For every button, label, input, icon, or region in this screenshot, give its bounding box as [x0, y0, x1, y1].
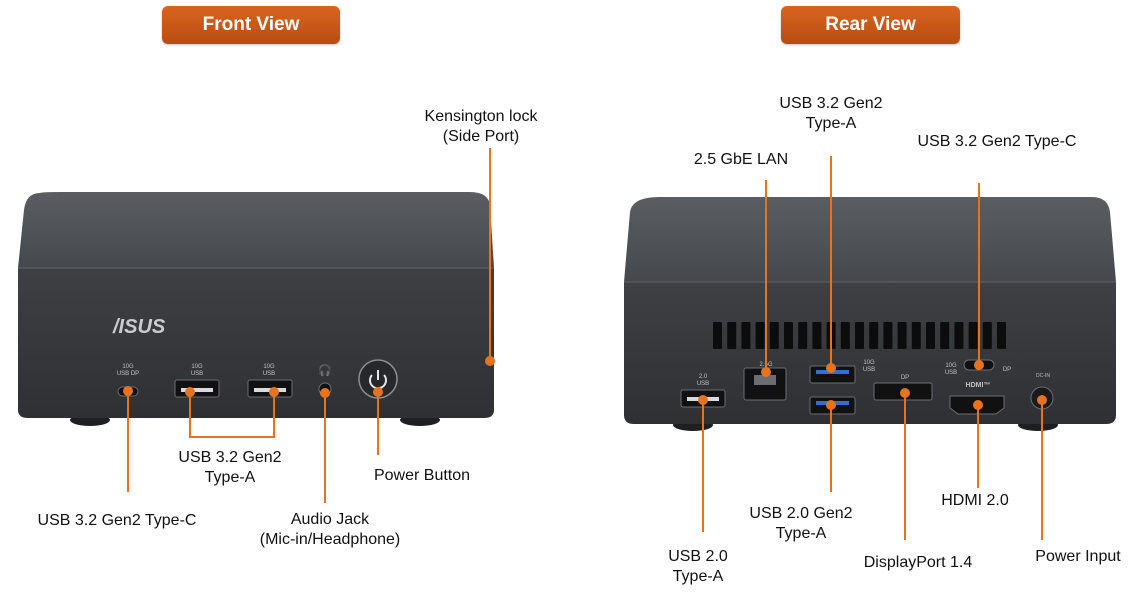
vent-slot: [869, 322, 879, 349]
label-rear-usb20-gen2: USB 2.0 Gen2 Type-A: [744, 504, 858, 544]
label-rear-usb20-gen2-line-1: USB 2.0 Gen2: [749, 505, 853, 522]
rear-dcin-mark: DC-IN: [1036, 373, 1050, 379]
front-usba1-mark-2: USB: [191, 371, 203, 377]
dot-front-usba-1: [185, 387, 195, 397]
vent-slot: [954, 322, 964, 349]
label-rear-usb-c: USB 3.2 Gen2 Type-C: [917, 133, 1077, 150]
front-leader-dots: [123, 356, 495, 398]
dot-rear-usb20: [698, 395, 708, 405]
label-rear-usb20-gen2-line-2: Type-A: [775, 525, 827, 542]
rear-usbg2-mark-2: USB: [863, 367, 875, 373]
dot-rear-hdmi: [973, 400, 983, 410]
vent-slot: [798, 322, 808, 349]
label-rear-usb20: USB 2.0 Type-A: [662, 547, 734, 587]
dot-rear-usb20-gen2: [826, 400, 836, 410]
vent-slot: [982, 322, 992, 349]
vent-slot: [897, 322, 907, 349]
vent-slot: [784, 322, 793, 349]
vent-slot: [741, 322, 751, 349]
vent-slot: [812, 322, 822, 349]
front-leaders: [127, 148, 491, 503]
label-rear-usb20-line-2: Type-A: [672, 568, 724, 585]
vent-slot: [883, 322, 893, 349]
rear-usb20-mark-2: USB: [697, 381, 709, 387]
asus-logo: /ISUS: [112, 316, 166, 338]
dot-front-audio: [320, 388, 330, 398]
vent-slot: [713, 322, 722, 349]
dot-rear-usba-top: [826, 363, 836, 373]
front-chassis-top: [18, 192, 494, 268]
front-usbc-mark-1: 10G: [122, 364, 134, 370]
rear-leader-dots: [698, 360, 1047, 410]
rear-dp-mark: DP: [901, 375, 909, 381]
front-view-header: Front View: [162, 6, 340, 44]
label-front-usb-a-line-2: Type-A: [204, 469, 256, 486]
vent-slot: [769, 322, 779, 349]
label-audio-line-2: (Mic-in/Headphone): [259, 531, 401, 548]
headphone-icon: 🎧: [318, 364, 332, 377]
vent-slot: [727, 322, 737, 349]
label-rear-usb-a-top-line-2: Type-A: [805, 115, 857, 132]
rear-device: 2.0 USB 2.5G 10G USB DP 10G USB DP HDMI™…: [624, 197, 1116, 431]
dot-front-usbc: [123, 386, 133, 396]
label-power-button: Power Button: [373, 467, 471, 484]
vent-slot: [755, 322, 765, 349]
vent-slot: [855, 322, 864, 349]
rear-usb20-mark-1: 2.0: [699, 374, 708, 380]
front-usbc-mark-2: USB DP: [117, 371, 139, 377]
label-rear-usb-a-top-line-1: USB 3.2 Gen2: [779, 95, 883, 112]
vent-slot: [911, 322, 921, 349]
dot-power-button: [373, 387, 383, 397]
vent-slot: [940, 322, 950, 349]
front-usba2-mark-2: USB: [263, 371, 275, 377]
rear-usbc-mark-1: 10G: [945, 363, 957, 369]
label-front-usb-a: USB 3.2 Gen2 Type-A: [170, 448, 290, 488]
label-front-usb-a-line-1: USB 3.2 Gen2: [178, 449, 282, 466]
rear-view-header: Rear View: [781, 6, 960, 44]
dot-rear-power-in: [1037, 395, 1047, 405]
leader-front-usba: [189, 392, 275, 438]
rear-usbc-dp-mark: DP: [1003, 367, 1011, 373]
dot-kensington: [485, 356, 495, 366]
rear-vent-grille: [713, 322, 1006, 349]
label-rear-usb-a-top: USB 3.2 Gen2 Type-A: [770, 94, 892, 134]
label-audio-jack: Audio Jack (Mic-in/Headphone): [248, 510, 412, 550]
front-usba1-mark-1: 10G: [191, 364, 203, 370]
label-rear-usb20-line-1: USB 2.0: [668, 548, 728, 565]
dot-front-usba-2: [269, 387, 279, 397]
label-rear-lan: 2.5 GbE LAN: [693, 151, 789, 168]
vent-slot: [997, 322, 1006, 349]
dot-rear-lan: [761, 367, 771, 377]
rear-leaders: [702, 156, 1043, 540]
rear-hdmi-mark: HDMI™: [966, 382, 991, 389]
label-rear-power-input: Power Input: [1035, 548, 1121, 565]
label-audio-line-1: Audio Jack: [290, 511, 370, 528]
vent-slot: [968, 322, 978, 349]
vent-slot: [926, 322, 935, 349]
label-kensington-lock: Kensington lock (Side Port): [418, 107, 544, 147]
label-rear-displayport: DisplayPort 1.4: [863, 554, 973, 571]
label-rear-hdmi: HDMI 2.0: [941, 492, 1009, 509]
vent-slot: [840, 322, 850, 349]
rear-usbc-mark-2: USB: [945, 370, 957, 376]
label-kensington-line-1: Kensington lock: [424, 108, 538, 125]
rear-usbg2-mark-1: 10G: [863, 360, 875, 366]
front-device: /ISUS 10G USB DP 10G USB 10G USB 🎧: [18, 192, 494, 426]
label-front-usb-c: USB 3.2 Gen2 Type-C: [37, 512, 197, 529]
rear-chassis-top: [624, 197, 1116, 282]
front-usba2-mark-1: 10G: [263, 364, 275, 370]
label-kensington-line-2: (Side Port): [442, 128, 520, 145]
dot-rear-dp: [900, 388, 910, 398]
dot-rear-usbc: [974, 360, 984, 370]
